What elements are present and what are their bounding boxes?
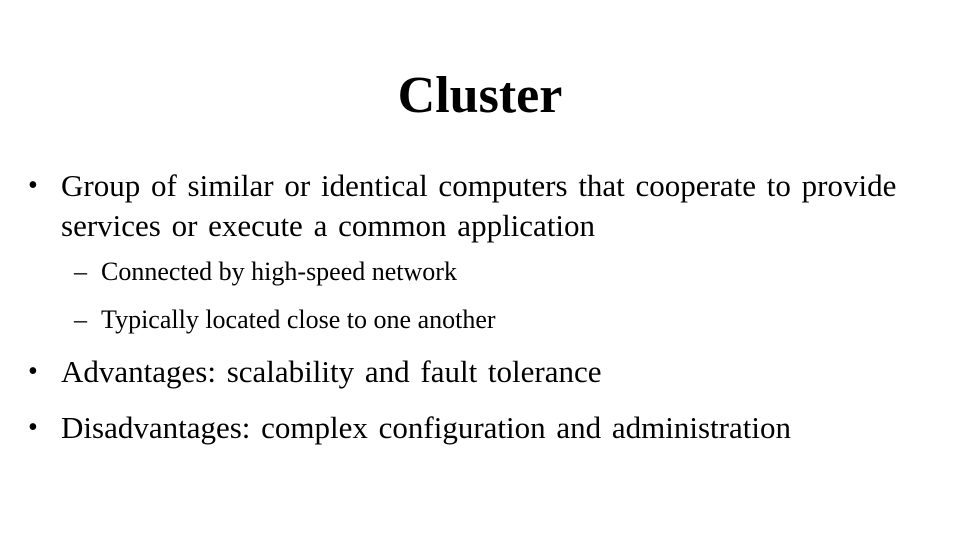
bullet-marker: • [28,356,38,387]
bullet-marker: • [28,412,38,443]
bullet-item: • Advantages: scalability and fault tole… [20,352,940,392]
bullet-marker: • [28,170,38,201]
bullet-text: Advantages: scalability and fault tolera… [61,354,602,389]
bullet-item: • Disadvantages: complex configuration a… [20,408,940,448]
bullet-list: • Group of similar or identical computer… [20,166,940,448]
bullet-text: Group of similar or identical computers … [61,168,897,243]
bullet-item: • Group of similar or identical computer… [20,166,940,246]
sub-bullet-marker: – [74,305,87,334]
sub-bullet-marker: – [74,257,87,286]
sub-bullet-item: – Typically located close to one another [20,304,940,336]
slide-title: Cluster [397,67,563,124]
sub-bullet-list: – Connected by high-speed network – Typi… [20,256,940,336]
bullet-text: Disadvantages: complex configuration and… [61,410,791,445]
sub-bullet-text: Connected by high-speed network [101,257,457,286]
sub-bullet-text: Typically located close to one another [101,305,496,334]
sub-bullet-item: – Connected by high-speed network [20,256,940,288]
